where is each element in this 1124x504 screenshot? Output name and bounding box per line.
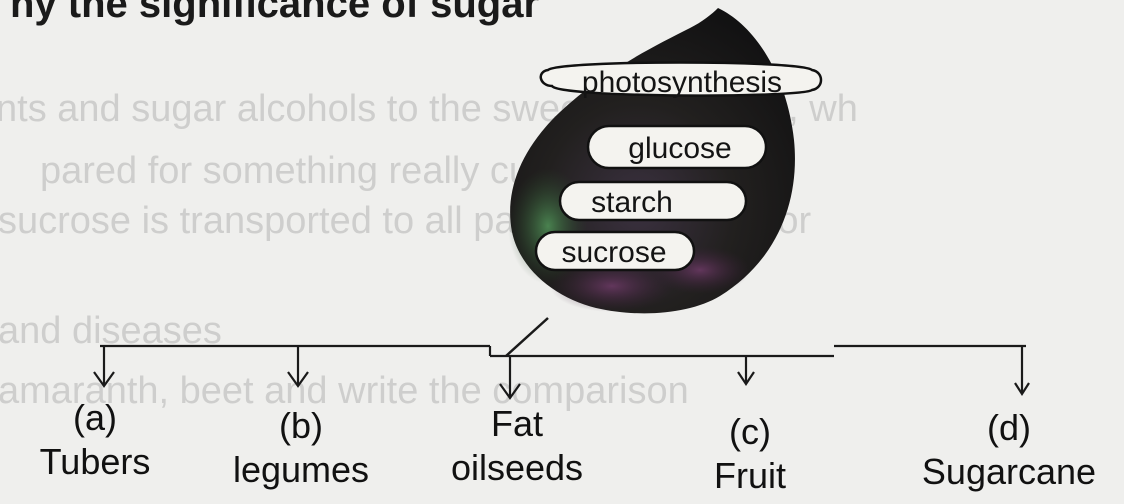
label-starch: starch	[560, 182, 746, 220]
label-sucrose-text: sucrose	[561, 236, 666, 269]
branch-b-crop: legumes	[216, 452, 386, 488]
branch-a-crop: Tubers	[20, 444, 170, 480]
branch-d-crop: Sugarcane	[904, 454, 1114, 490]
branch-fat-crop: oilseeds	[432, 450, 602, 486]
label-glucose: glucose	[588, 126, 766, 168]
branch-a-letter: (a)	[20, 400, 170, 436]
arrow-fat	[500, 356, 520, 398]
branch-c-letter: (c)	[680, 414, 820, 450]
branch-c-crop: Fruit	[680, 458, 820, 494]
branch-b-letter: (b)	[216, 408, 386, 444]
label-sucrose: sucrose	[536, 232, 694, 270]
label-glucose-text: glucose	[628, 132, 731, 165]
branch-d-letter: (d)	[904, 410, 1114, 446]
distribution-line	[100, 346, 1026, 356]
label-starch-text: starch	[591, 186, 673, 219]
branch-a: (a) Tubers	[20, 400, 170, 480]
leaf-stalk	[506, 318, 548, 356]
branch-c: (c) Fruit	[680, 414, 820, 494]
branch-d: (d) Sugarcane	[904, 410, 1114, 490]
branch-arrows	[94, 346, 1029, 398]
arrow-b	[288, 346, 308, 386]
arrow-a	[94, 346, 114, 386]
arrow-c	[738, 356, 754, 384]
label-photosynthesis-text: photosynthesis	[582, 66, 782, 99]
arrow-d	[1015, 346, 1029, 394]
label-photosynthesis: photosynthesis	[541, 63, 821, 100]
branch-b: (b) legumes	[216, 408, 386, 488]
branch-fat: Fat oilseeds	[432, 406, 602, 486]
branch-fat-letter: Fat	[432, 406, 602, 442]
